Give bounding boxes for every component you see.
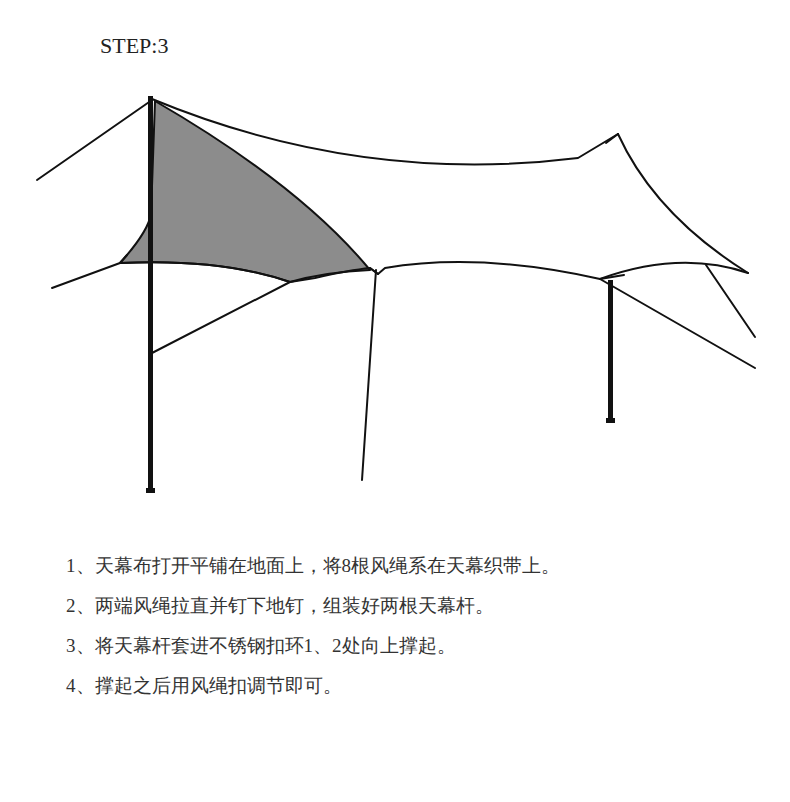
step-title: STEP:3: [100, 33, 168, 59]
pole-foot: [146, 488, 155, 493]
instruction-step: 1、天幕布打开平铺在地面上，将8根风绳系在天幕织带上。: [66, 553, 560, 579]
pole-foot: [606, 418, 615, 423]
tarp-edge: [120, 262, 748, 282]
tab: [606, 134, 618, 143]
instruction-step: 2、两端风绳拉直并钉下地钉，组装好两根天幕杆。: [66, 593, 494, 619]
tarp-pole: [148, 96, 153, 490]
shaded-panel: [120, 101, 370, 282]
instruction-step: 4、撑起之后用风绳扣调节即可。: [66, 673, 342, 699]
tab: [370, 268, 378, 274]
tab: [600, 275, 624, 279]
instruction-step: 3、将天幕杆套进不锈钢扣环1、2处向上撑起。: [66, 633, 456, 659]
guy-line: [152, 282, 290, 353]
tarp-edge: [618, 134, 748, 273]
guy-line: [52, 263, 120, 288]
tarp-ridge: [152, 99, 618, 164]
guy-line: [37, 100, 152, 180]
guy-line: [706, 265, 755, 337]
guy-line: [362, 270, 376, 480]
guy-line: [600, 279, 755, 368]
tab: [120, 255, 127, 263]
tarp-pole: [608, 280, 613, 420]
